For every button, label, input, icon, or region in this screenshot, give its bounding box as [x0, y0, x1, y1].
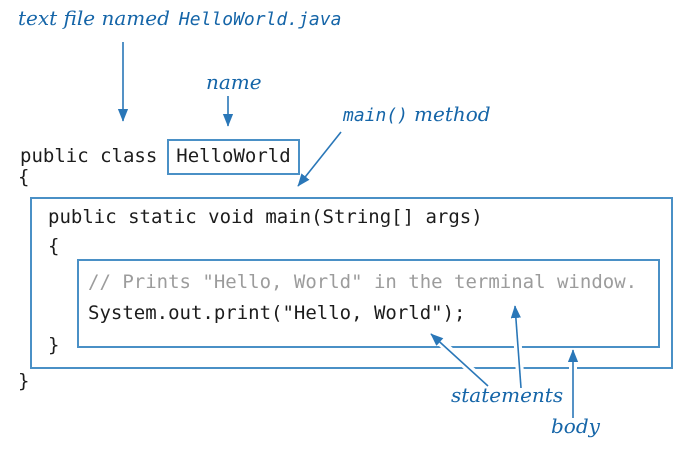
code-line-main-close-brace: } [48, 334, 60, 356]
main-method-arrow [296, 130, 344, 187]
code-line-comment: // Prints "Hello, World" in the terminal… [88, 271, 638, 293]
main-method-label-text: method [414, 102, 491, 126]
statements-label: statements [451, 383, 564, 407]
code-line-class-close-brace: } [18, 370, 30, 392]
code-line-print-statement: System.out.print("Hello, World"); [88, 302, 466, 324]
code-line-main-signature: public static void main(String[] args) [48, 206, 483, 228]
code-line-class-declaration: public class HelloWorld [20, 139, 300, 175]
code-line-class-open-brace: { [18, 166, 30, 188]
body-label: body [551, 414, 600, 438]
class-declaration-prefix: public class [20, 145, 158, 167]
main-method-label-code: main() [343, 105, 409, 126]
main-method-box [30, 197, 673, 369]
code-line-main-open-brace: { [48, 235, 60, 257]
file-label: text file named HelloWorld.java [18, 8, 341, 29]
class-name-box: HelloWorld [167, 139, 300, 175]
class-name: HelloWorld [176, 145, 291, 167]
name-label: name [206, 70, 262, 94]
body-box [77, 259, 660, 348]
main-method-label: main()method [343, 104, 491, 125]
file-label-text: text file named [18, 6, 170, 30]
file-label-filename: HelloWorld.java [178, 9, 342, 30]
